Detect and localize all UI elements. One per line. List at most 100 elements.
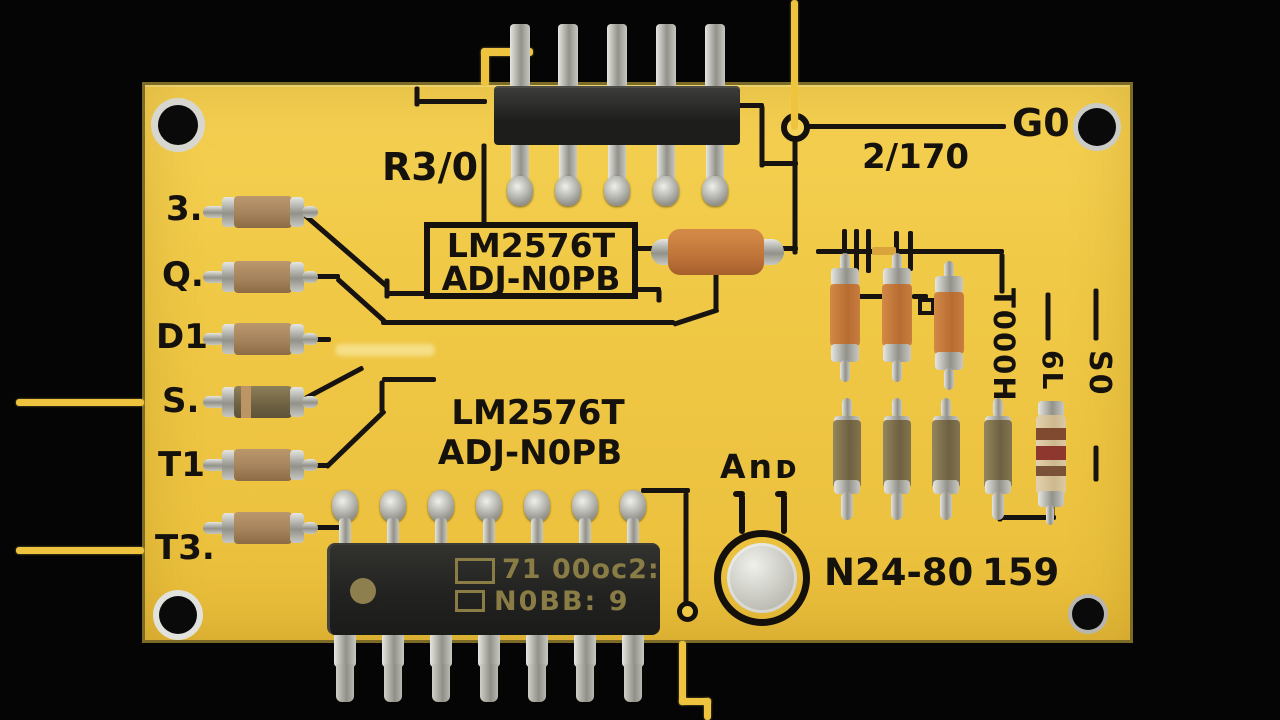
ic-pin	[531, 518, 543, 546]
ic-pin-foot	[480, 664, 498, 702]
copper-trace	[858, 294, 886, 299]
ic-pin	[435, 518, 447, 546]
coin-component-lead-curl	[733, 491, 745, 497]
solder-pad	[555, 176, 581, 206]
vertical-net-label: S0	[1082, 350, 1117, 397]
reference-designator: R3/0	[382, 145, 479, 189]
solder-pad	[604, 176, 630, 206]
ic-pin	[558, 24, 578, 88]
jumper-wire	[679, 641, 686, 705]
part-number: 159	[982, 551, 1060, 594]
copper-trace	[641, 488, 690, 493]
solder-pad	[476, 490, 502, 522]
jumper-wire	[16, 547, 144, 554]
regulator-text-line2: ADJ-N0PB	[437, 433, 623, 473]
ic-pin	[705, 24, 725, 88]
ic-pin	[334, 633, 356, 667]
ic-pin-foot	[336, 664, 354, 702]
copper-trace	[635, 287, 661, 292]
ic-pin-foot	[384, 664, 402, 702]
coin-component-ring	[714, 530, 810, 626]
ic-pin	[656, 24, 676, 88]
capacitor-symbol-bar	[866, 229, 871, 273]
mounting-hole-top-left-bore	[158, 105, 198, 145]
ic-pin	[382, 633, 404, 667]
capacitor-symbol-bar	[854, 229, 859, 273]
copper-trace	[998, 515, 1056, 520]
copper-trace	[713, 268, 719, 313]
capacitor-symbol-bar	[842, 229, 847, 273]
copper-trace	[683, 492, 689, 609]
net-label: T1	[158, 445, 205, 485]
ic-pin	[526, 633, 548, 667]
silkscreen-smear	[335, 344, 435, 356]
ic-pin	[339, 518, 351, 546]
ic-pin	[430, 633, 452, 667]
solder-pad	[653, 176, 679, 206]
solder-pad	[428, 490, 454, 522]
net-label: Q.	[162, 255, 204, 295]
copper-trace	[385, 291, 427, 296]
copper-trace	[382, 377, 436, 382]
copper-trace	[656, 289, 662, 303]
solder-pad	[524, 490, 550, 522]
jumper-wire	[704, 698, 711, 720]
vertical-net-label: 6L	[1036, 350, 1069, 392]
jumper-wire	[679, 698, 711, 705]
regulator-silkscreen-box	[424, 222, 638, 299]
ic-pin	[559, 141, 577, 183]
vertical-net-label: T000H	[987, 288, 1021, 403]
ic-pin	[387, 518, 399, 546]
copper-trace	[302, 274, 340, 279]
ic-pin	[511, 141, 529, 183]
ic-pin-foot	[576, 664, 594, 702]
net-label: D1	[156, 317, 208, 357]
coin-component-lead-curl	[775, 491, 787, 497]
jumper-wire	[481, 50, 489, 86]
ic-pin-foot	[432, 664, 450, 702]
ic-pin	[706, 141, 724, 183]
jumper-wire	[16, 399, 144, 406]
regulator-box-line1: LM2576T	[446, 226, 616, 265]
copper-trace	[759, 105, 765, 168]
solder-pad	[572, 490, 598, 522]
ic-pin	[510, 24, 530, 88]
dip-ic-marking-line2: N0BB: 9	[494, 586, 630, 617]
dip-ic-marking-line1: 71 00oc2:	[502, 554, 660, 585]
capacitor-symbol-bar	[894, 231, 899, 271]
copper-trace	[738, 103, 764, 108]
net-label: S.	[162, 381, 200, 421]
copper-trace	[481, 143, 487, 228]
copper-trace	[1093, 288, 1099, 341]
dip-ic-logo-scribble	[455, 590, 485, 612]
trace-square-mark	[918, 298, 935, 315]
copper-trace	[808, 124, 1006, 129]
solder-pad	[507, 176, 533, 206]
solder-pad	[380, 490, 406, 522]
ic-pin-foot	[624, 664, 642, 702]
copper-trace	[762, 161, 798, 166]
ic-pin	[622, 633, 644, 667]
ic-pin	[478, 633, 500, 667]
copper-trace	[1093, 445, 1099, 482]
net-label: 3.	[166, 189, 203, 229]
jumper-wire	[791, 0, 798, 130]
solder-pad	[620, 490, 646, 522]
trace-highlight	[872, 247, 896, 255]
ic-pin	[607, 24, 627, 88]
net-label: 2/170	[862, 137, 970, 177]
copper-trace	[912, 294, 928, 299]
mounting-hole-bottom-right-bore	[1072, 598, 1104, 630]
ic-pin	[627, 518, 639, 546]
net-label: G0	[1012, 101, 1070, 145]
dip-ic-logo-scribble	[455, 558, 495, 584]
solder-pad	[332, 490, 358, 522]
copper-trace	[381, 320, 675, 325]
copper-trace	[415, 99, 487, 104]
ic-pin-foot	[528, 664, 546, 702]
regulator-box-line2: ADJ-N0PB	[441, 259, 621, 298]
coin-component-disc	[727, 543, 797, 613]
via-hook	[677, 601, 698, 622]
mounting-hole-bottom-left-bore	[159, 596, 197, 634]
